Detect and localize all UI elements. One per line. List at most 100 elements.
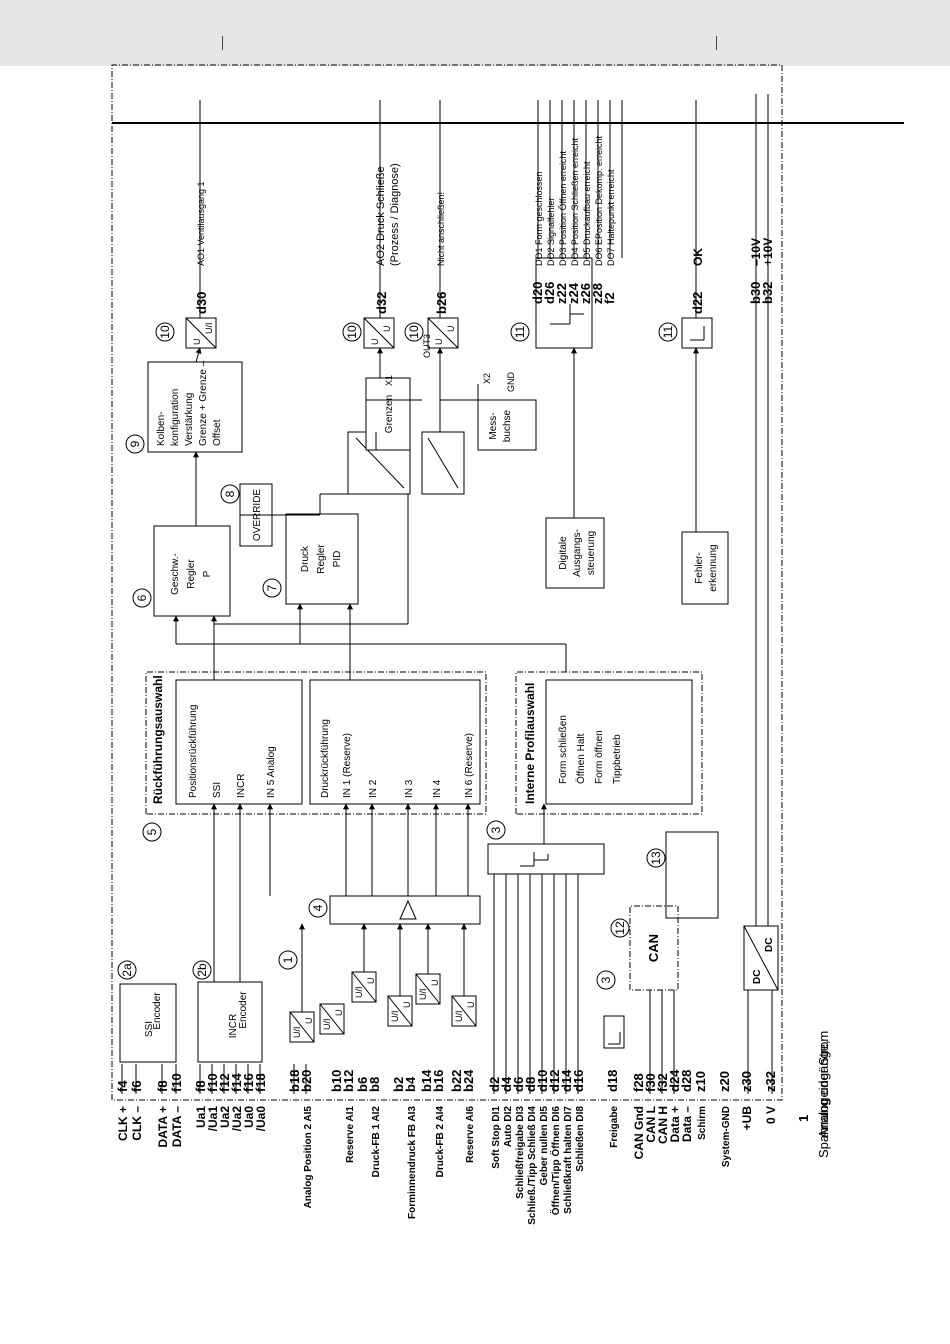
svg-text:b32: b32 (760, 282, 775, 304)
svg-text:b26: b26 (434, 292, 449, 314)
ssi-encoder-sub: Encoder (152, 992, 163, 1030)
header-bar (0, 0, 950, 66)
speed-controller-sub: Regler (186, 559, 197, 589)
svg-text:d18: d18 (605, 1070, 620, 1092)
header-tick-right (716, 36, 717, 50)
pressure-controller-block (285, 513, 359, 605)
svg-text:U: U (430, 980, 440, 987)
svg-text:Forminnendruck FB AI3: Forminnendruck FB AI3 (407, 1106, 418, 1219)
svg-text:d30: d30 (194, 292, 209, 314)
incr-encoder-sub: Encoder (238, 991, 249, 1029)
input-signal-labels: CLK + CLK – DATA + DATA – Ua1 /Ua1 Ua2 /… (116, 1106, 778, 1225)
feedback-selection-frame (145, 671, 487, 815)
incr-encoder-label: INCR (228, 1014, 239, 1038)
svg-text:z28: z28 (590, 283, 605, 304)
svg-text:DATA +: DATA + (156, 1106, 170, 1147)
svg-text:Freigabe: Freigabe (609, 1106, 620, 1148)
svg-text:AO1 Ventilausgang 1: AO1 Ventilausgang 1 (196, 181, 206, 266)
svg-text:Druck-FB 2 AI4: Druck-FB 2 AI4 (435, 1106, 446, 1178)
svg-text:8: 8 (223, 490, 237, 497)
svg-text:1: 1 (281, 956, 295, 963)
svg-text:d4: d4 (499, 1076, 514, 1092)
amplifier-icon (399, 899, 417, 920)
svg-text:b22: b22 (449, 1070, 464, 1092)
header-rule (112, 122, 904, 124)
svg-text:f28: f28 (631, 1073, 646, 1092)
svg-text:d10: d10 (535, 1070, 550, 1092)
digital-output-controller-block (545, 517, 605, 589)
svg-text:10: 10 (407, 325, 421, 339)
digital-input-lines (493, 803, 579, 1094)
svg-text:11: 11 (661, 325, 675, 338)
svg-text:9: 9 (128, 440, 142, 447)
piston-config-2: konfiguration (170, 389, 181, 446)
analog-setting-block (329, 895, 481, 925)
profile-open: Form öffnen (594, 730, 605, 784)
svg-text:f10: f10 (205, 1073, 220, 1092)
position-feedback-label: Positionsrückführung (188, 705, 199, 798)
incr-encoder-block (197, 981, 263, 1063)
feedback-selection-title: Rückführungsauswahl (151, 675, 165, 804)
svg-text:z26: z26 (578, 283, 593, 304)
svg-text:b24: b24 (461, 1069, 476, 1092)
svg-text:–10V: –10V (749, 238, 763, 266)
can-label: CAN (646, 934, 661, 962)
svg-text:U: U (334, 1010, 344, 1017)
profile-close: Form schließen (558, 715, 569, 784)
svg-text:f2: f2 (602, 292, 617, 304)
svg-text:b30: b30 (748, 282, 763, 304)
svg-text:(Prozess / Diagnose): (Prozess / Diagnose) (389, 163, 401, 266)
svg-text:AO2 Druck Schließe: AO2 Druck Schließe (375, 166, 387, 266)
profile-jog: Tippbetrieb (612, 734, 623, 784)
svg-text:f8: f8 (193, 1080, 208, 1092)
pressure-controller-label: Druck (300, 545, 311, 572)
feedback-in2: IN 2 (368, 779, 379, 798)
svg-text:f4: f4 (115, 1080, 130, 1092)
svg-text:Data –: Data – (680, 1106, 694, 1142)
feedback-ssi: SSI (212, 782, 223, 798)
svg-text:Schirm: Schirm (697, 1106, 708, 1140)
digital-output-block (535, 257, 593, 349)
svg-text:z10: z10 (693, 1071, 708, 1092)
svg-text:U: U (382, 326, 392, 333)
svg-text:b14: b14 (419, 1069, 434, 1092)
limits-block (365, 377, 411, 451)
svg-text:d24: d24 (667, 1069, 682, 1092)
digital-input-block (487, 843, 605, 875)
svg-text:U/I: U/I (292, 1026, 302, 1038)
svg-text:Spannung oder Strom: Spannung oder Strom (816, 1031, 831, 1158)
svg-text:Ua0: Ua0 (242, 1106, 256, 1128)
svg-text:d32: d32 (374, 292, 389, 314)
svg-text:Soft Stop DI1: Soft Stop DI1 (491, 1106, 502, 1169)
measurement-socket-1: Mess- (488, 412, 499, 439)
svg-text:d22: d22 (690, 292, 705, 314)
svg-text:z22: z22 (554, 283, 569, 304)
pressure-feedback-label: Druckrückführung (320, 719, 331, 798)
svg-text:f12: f12 (217, 1073, 232, 1092)
svg-text:U/I: U/I (390, 1010, 400, 1022)
svg-text:f16: f16 (241, 1073, 256, 1092)
svg-text:DC: DC (752, 970, 763, 984)
svg-text:1: 1 (796, 1115, 811, 1122)
svg-text:f14: f14 (229, 1072, 244, 1092)
svg-text:Schließ./Tipp Schließ DI4: Schließ./Tipp Schließ DI4 (527, 1106, 538, 1225)
speed-controller-block (153, 525, 231, 617)
svg-text:U/I: U/I (322, 1018, 332, 1030)
svg-text:b4: b4 (403, 1076, 418, 1092)
reference-numbers: 2a 2b 1 4 3 5 6 7 8 9 10 10 10 11 11 12 … (117, 322, 678, 990)
piston-config-3: Verstärkung (184, 393, 195, 446)
svg-text:U: U (192, 339, 202, 346)
output-pin-labels: d30 d32 b26 d20 d26 z22 z24 z26 z28 f2 d… (194, 282, 775, 314)
error-detection-1: Fehler- (694, 552, 705, 584)
svg-text:CAN H: CAN H (656, 1106, 670, 1144)
svg-text:DC: DC (764, 938, 775, 952)
svg-text:U/I: U/I (418, 988, 428, 1000)
piston-config-1: Kolben- (156, 412, 167, 446)
svg-text:z32: z32 (763, 1071, 778, 1092)
profile-open-stop: Öffnen Halt (575, 733, 587, 784)
ok-output-block (681, 317, 713, 349)
interconnect-lines (173, 100, 699, 680)
